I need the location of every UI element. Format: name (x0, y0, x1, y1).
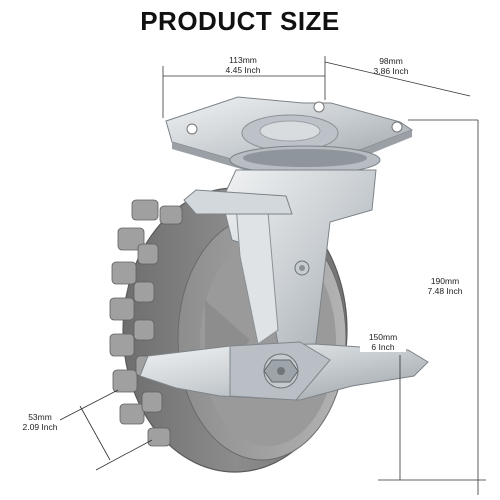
plate-depth-mm: 98mm (379, 56, 403, 66)
wheel-diameter-mm: 150mm (368, 332, 398, 342)
caster-fork (183, 169, 377, 369)
wheel-diameter-inch: 6 Inch (371, 342, 395, 352)
plate-depth-label: 98mm 3.86 Inch (356, 56, 426, 76)
wheel-width-inch: 2.09 Inch (22, 422, 58, 432)
brake-lever (139, 341, 429, 401)
dimension-lines (59, 56, 486, 495)
plate-width-mm: 113mm (229, 55, 257, 65)
wheel-width-mm: 53mm (28, 412, 52, 422)
wheel-width-label: 53mm 2.09 Inch (12, 412, 68, 432)
total-height-inch: 7.48 Inch (427, 286, 463, 296)
plate-width-label: 113mm 4.45 Inch (203, 55, 283, 75)
page-title: PRODUCT SIZE (140, 6, 340, 36)
plate-depth-inch: 3.86 Inch (373, 66, 409, 76)
wheel-diameter-label: 150mm 6 Inch (360, 332, 406, 352)
total-height-mm: 190mm (430, 276, 460, 286)
total-height-label: 190mm 7.48 Inch (416, 276, 474, 296)
swivel-bearing (229, 145, 381, 175)
plate-width-inch: 4.45 Inch (225, 65, 261, 75)
